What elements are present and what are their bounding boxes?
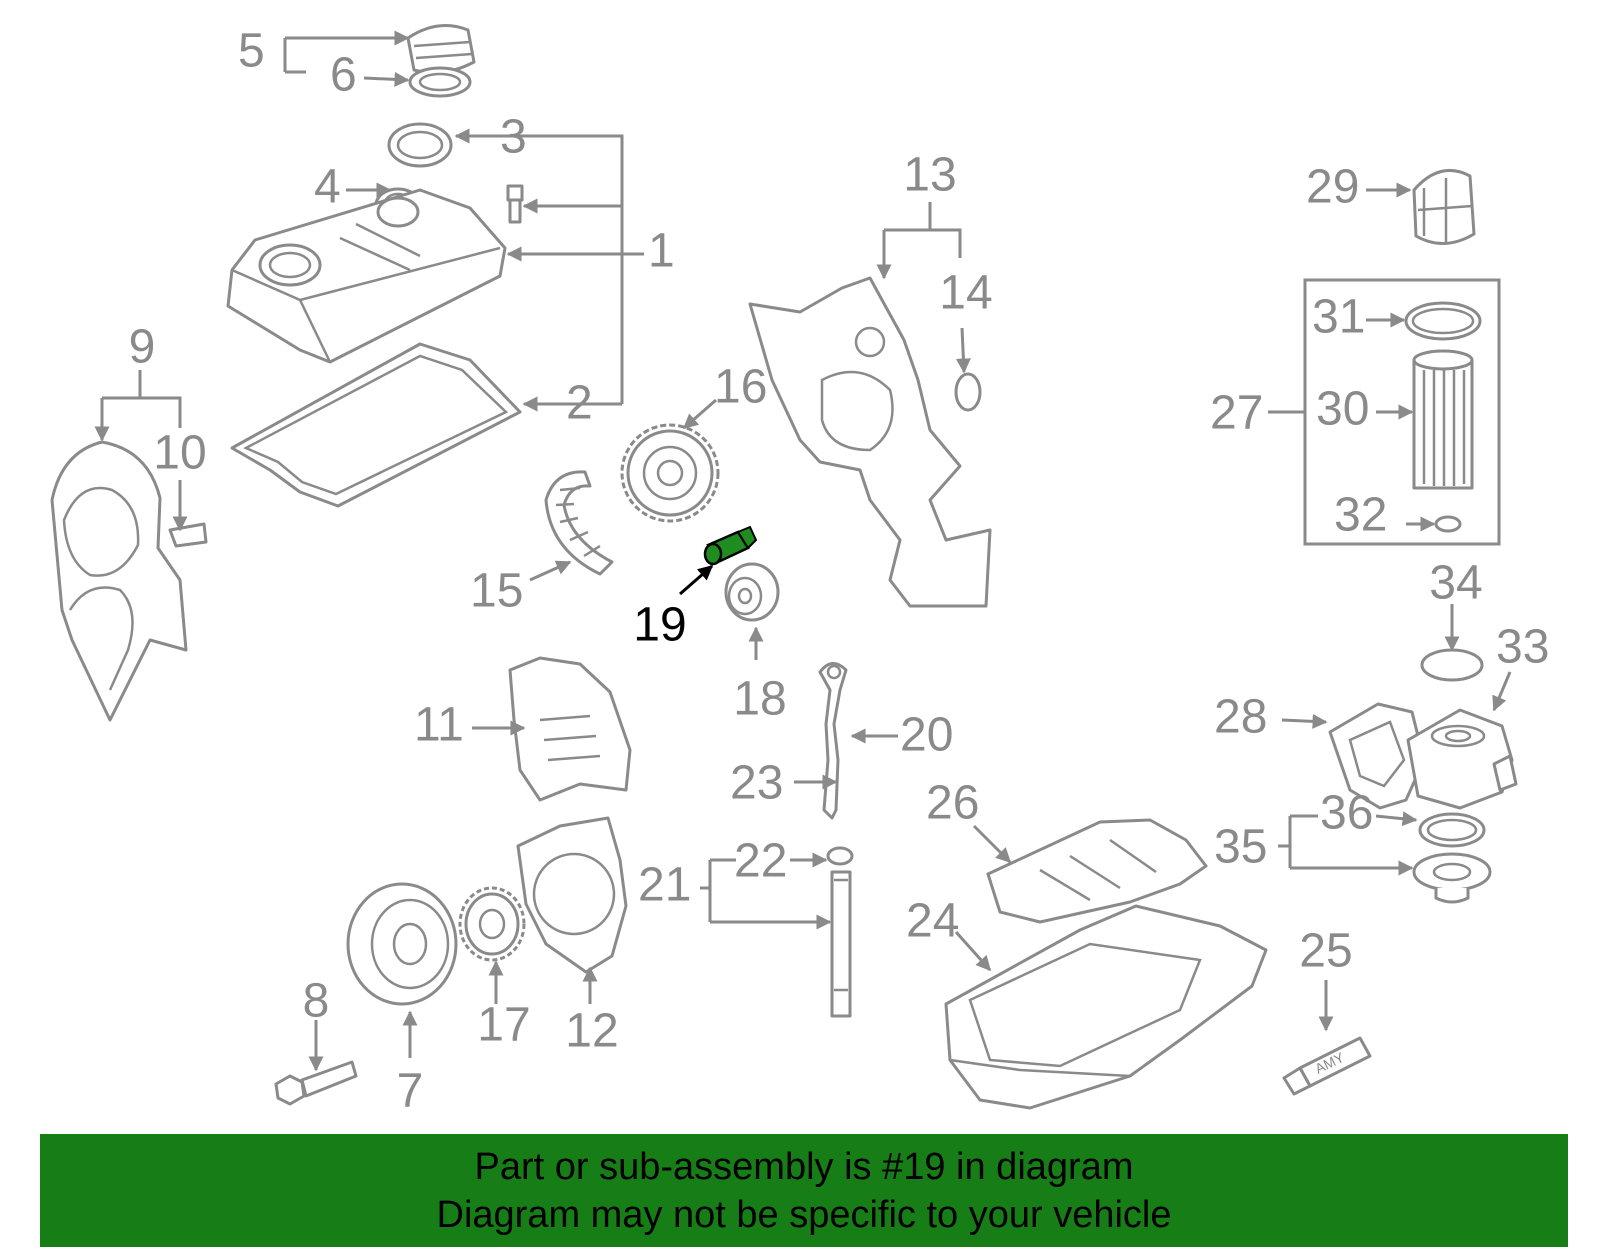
valve-cover-gasket[interactable] [230,342,522,508]
callout-4: 4 [314,161,341,214]
crankshaft-pulley[interactable] [346,882,458,1006]
callout-32: 32 [1334,489,1387,542]
callout-2: 2 [566,377,593,430]
callout-28: 28 [1214,691,1267,744]
oil-filler-cap[interactable] [406,24,476,75]
callout-23: 23 [730,757,783,810]
callout-31: 31 [1312,291,1365,344]
lower-timing-cover[interactable] [516,816,628,974]
callout-33: 33 [1496,621,1549,674]
callout-14: 14 [939,267,992,320]
callout-35: 35 [1214,821,1267,874]
callout-16: 16 [714,361,767,414]
crank-bolt[interactable] [274,1060,358,1106]
callout-labels: 1 2 3 4 5 6 7 8 9 10 11 12 13 14 15 16 1… [129,25,1550,1118]
dipstick-guide-tube[interactable] [830,870,852,1018]
dipstick[interactable] [818,662,848,820]
info-banner: Part or sub-assembly is #19 in diagram D… [40,1134,1568,1247]
cooler-gasket[interactable] [1420,648,1484,682]
sealant-tube[interactable]: AMY [1282,1036,1372,1096]
oil-pan-baffle[interactable] [986,818,1208,924]
callout-21: 21 [638,859,691,912]
valve-cover[interactable] [226,188,507,364]
callout-13: 13 [903,149,956,202]
cooler-base[interactable] [1412,852,1492,904]
guide-tube-o-ring[interactable] [826,846,854,866]
crankshaft-sprocket[interactable] [458,886,526,962]
callout-3: 3 [500,111,527,164]
tensioner-pulley[interactable] [724,562,780,622]
filter-o-ring[interactable] [1404,301,1482,341]
highlighted-part-19[interactable] [703,525,758,566]
callout-22: 22 [734,835,787,888]
cooler-lower-gasket[interactable] [1418,812,1486,848]
callout-12: 12 [565,1005,618,1058]
banner-line-1: Part or sub-assembly is #19 in diagram [474,1145,1134,1188]
callout-10: 10 [153,427,206,480]
callout-20: 20 [900,709,953,762]
lower-cover-bracket[interactable] [508,656,632,802]
callout-26: 26 [926,777,979,830]
callout-17: 17 [477,999,530,1052]
callout-27: 27 [1210,387,1263,440]
callout-5: 5 [238,25,265,78]
timing-belt-section[interactable] [544,470,614,576]
callout-9: 9 [129,321,156,374]
oil-pan[interactable] [944,904,1268,1110]
belt-cover-clip[interactable] [168,522,208,548]
cover-bolt[interactable] [506,184,524,224]
upper-timing-belt-cover[interactable] [50,440,188,722]
callout-36: 36 [1320,787,1373,840]
callout-11: 11 [414,699,464,752]
filter-small-seal[interactable] [1434,515,1462,533]
banner-line-2: Diagram may not be specific to your vehi… [436,1193,1172,1236]
callout-18: 18 [733,673,786,726]
oil-filter-element[interactable] [1412,349,1474,490]
callout-24: 24 [906,895,959,948]
cap-seal[interactable] [408,66,472,98]
callout-29: 29 [1306,161,1359,214]
callout-8: 8 [303,975,330,1028]
callout-1: 1 [648,225,675,278]
cover-seal[interactable] [387,122,453,168]
oil-filter-housing-cap[interactable] [1412,168,1476,246]
timing-belt-rear-cover[interactable] [748,276,992,608]
camshaft-sprocket[interactable] [620,423,720,523]
oil-cooler[interactable] [1406,708,1518,810]
callout-30: 30 [1316,383,1369,436]
callout-34: 34 [1429,557,1482,610]
callout-25: 25 [1299,925,1352,978]
cover-seal-ring[interactable] [954,372,982,412]
leader-lines [94,30,1512,1072]
callout-15: 15 [470,565,523,618]
callout-19: 19 [633,599,686,652]
callout-7: 7 [397,1065,424,1118]
callout-6: 6 [330,49,357,102]
